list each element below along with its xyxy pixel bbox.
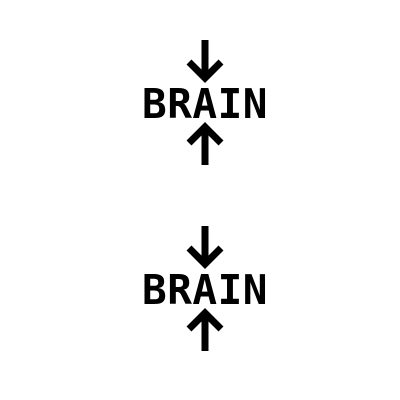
brain-figure-top: BRAIN — [0, 38, 400, 178]
down-arrow-icon — [182, 224, 228, 270]
down-arrow-icon — [182, 38, 228, 84]
brain-figure-bottom: BRAIN — [0, 224, 400, 364]
brain-label: BRAIN — [142, 80, 268, 128]
up-arrow-icon — [182, 121, 228, 167]
brain-label: BRAIN — [142, 266, 268, 314]
up-arrow-icon — [182, 307, 228, 353]
